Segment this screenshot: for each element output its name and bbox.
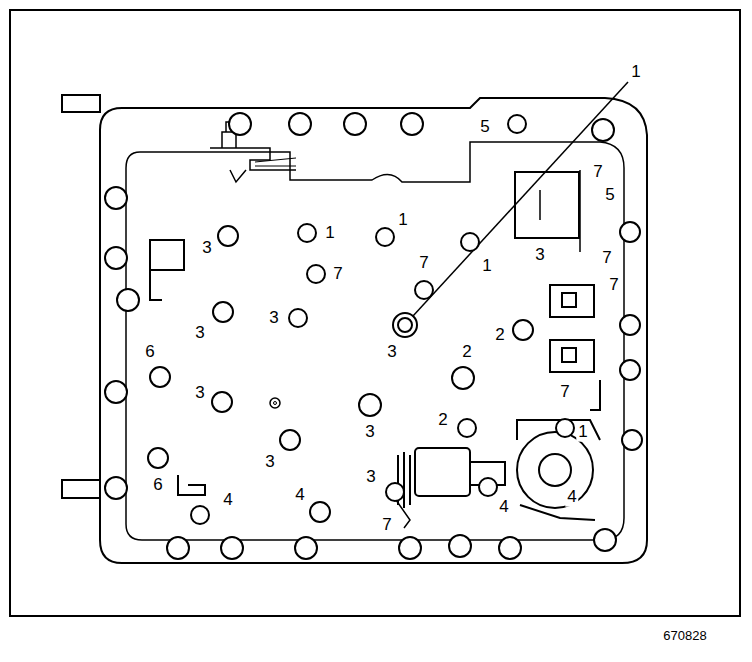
detent-spring [210, 122, 296, 182]
callout-number: 3 [363, 423, 376, 442]
clip [178, 475, 205, 495]
small-block [150, 240, 184, 270]
solenoid [550, 340, 594, 372]
callout-number: 1 [323, 224, 336, 243]
callout-number: 2 [436, 411, 449, 430]
regulator [539, 454, 571, 486]
callout-number: 7 [607, 276, 620, 295]
callout-number: 6 [143, 343, 156, 362]
regulator [517, 432, 593, 508]
callout-number: 7 [600, 249, 613, 268]
solenoid [550, 285, 594, 317]
figure-code: 670828 [661, 629, 708, 643]
solenoid [562, 348, 576, 362]
callout-number: 2 [493, 326, 506, 345]
regulator [517, 420, 600, 520]
callout-number: 3 [200, 239, 213, 258]
callout-number: 7 [558, 383, 571, 402]
callout-number: 7 [417, 254, 430, 273]
bolt-holes [105, 113, 642, 559]
callout-number: 3 [193, 384, 206, 403]
flange-tab [62, 95, 100, 112]
callout-number: 3 [533, 246, 546, 265]
callout-number: 1 [396, 211, 409, 230]
callout-number: 1 [576, 423, 589, 442]
callout-number: 7 [380, 516, 393, 535]
wire [590, 380, 600, 410]
solenoid [398, 452, 505, 508]
callout-number: 6 [151, 476, 164, 495]
small-block [150, 270, 162, 300]
gasket-outline [126, 142, 624, 540]
callout-number: 4 [497, 498, 510, 517]
callout-number: 7 [591, 163, 604, 182]
callout-number: 3 [193, 324, 206, 343]
callout-number: 3 [263, 453, 276, 472]
callout-number: 1 [480, 257, 493, 276]
detent-spring [255, 158, 296, 166]
frame [10, 10, 740, 616]
callout-number: 3 [364, 468, 377, 487]
callout-number: 1 [629, 63, 642, 82]
leader-line [413, 82, 628, 316]
accumulator-block [540, 170, 580, 252]
valve-body-outline [100, 98, 647, 563]
callout-number: 5 [603, 186, 616, 205]
flange-tab [62, 480, 100, 498]
wire [396, 500, 410, 528]
callout-number: 3 [385, 343, 398, 362]
solenoid [562, 293, 576, 307]
callout-number: 4 [221, 491, 234, 510]
callout-number: 7 [331, 265, 344, 284]
callout-number: 3 [267, 309, 280, 328]
callout-number: 2 [460, 343, 473, 362]
callout-number: 5 [478, 118, 491, 137]
callout-number: 4 [565, 488, 578, 507]
callout-number: 4 [293, 486, 306, 505]
accumulator-block [515, 172, 579, 238]
solenoid [415, 448, 470, 496]
